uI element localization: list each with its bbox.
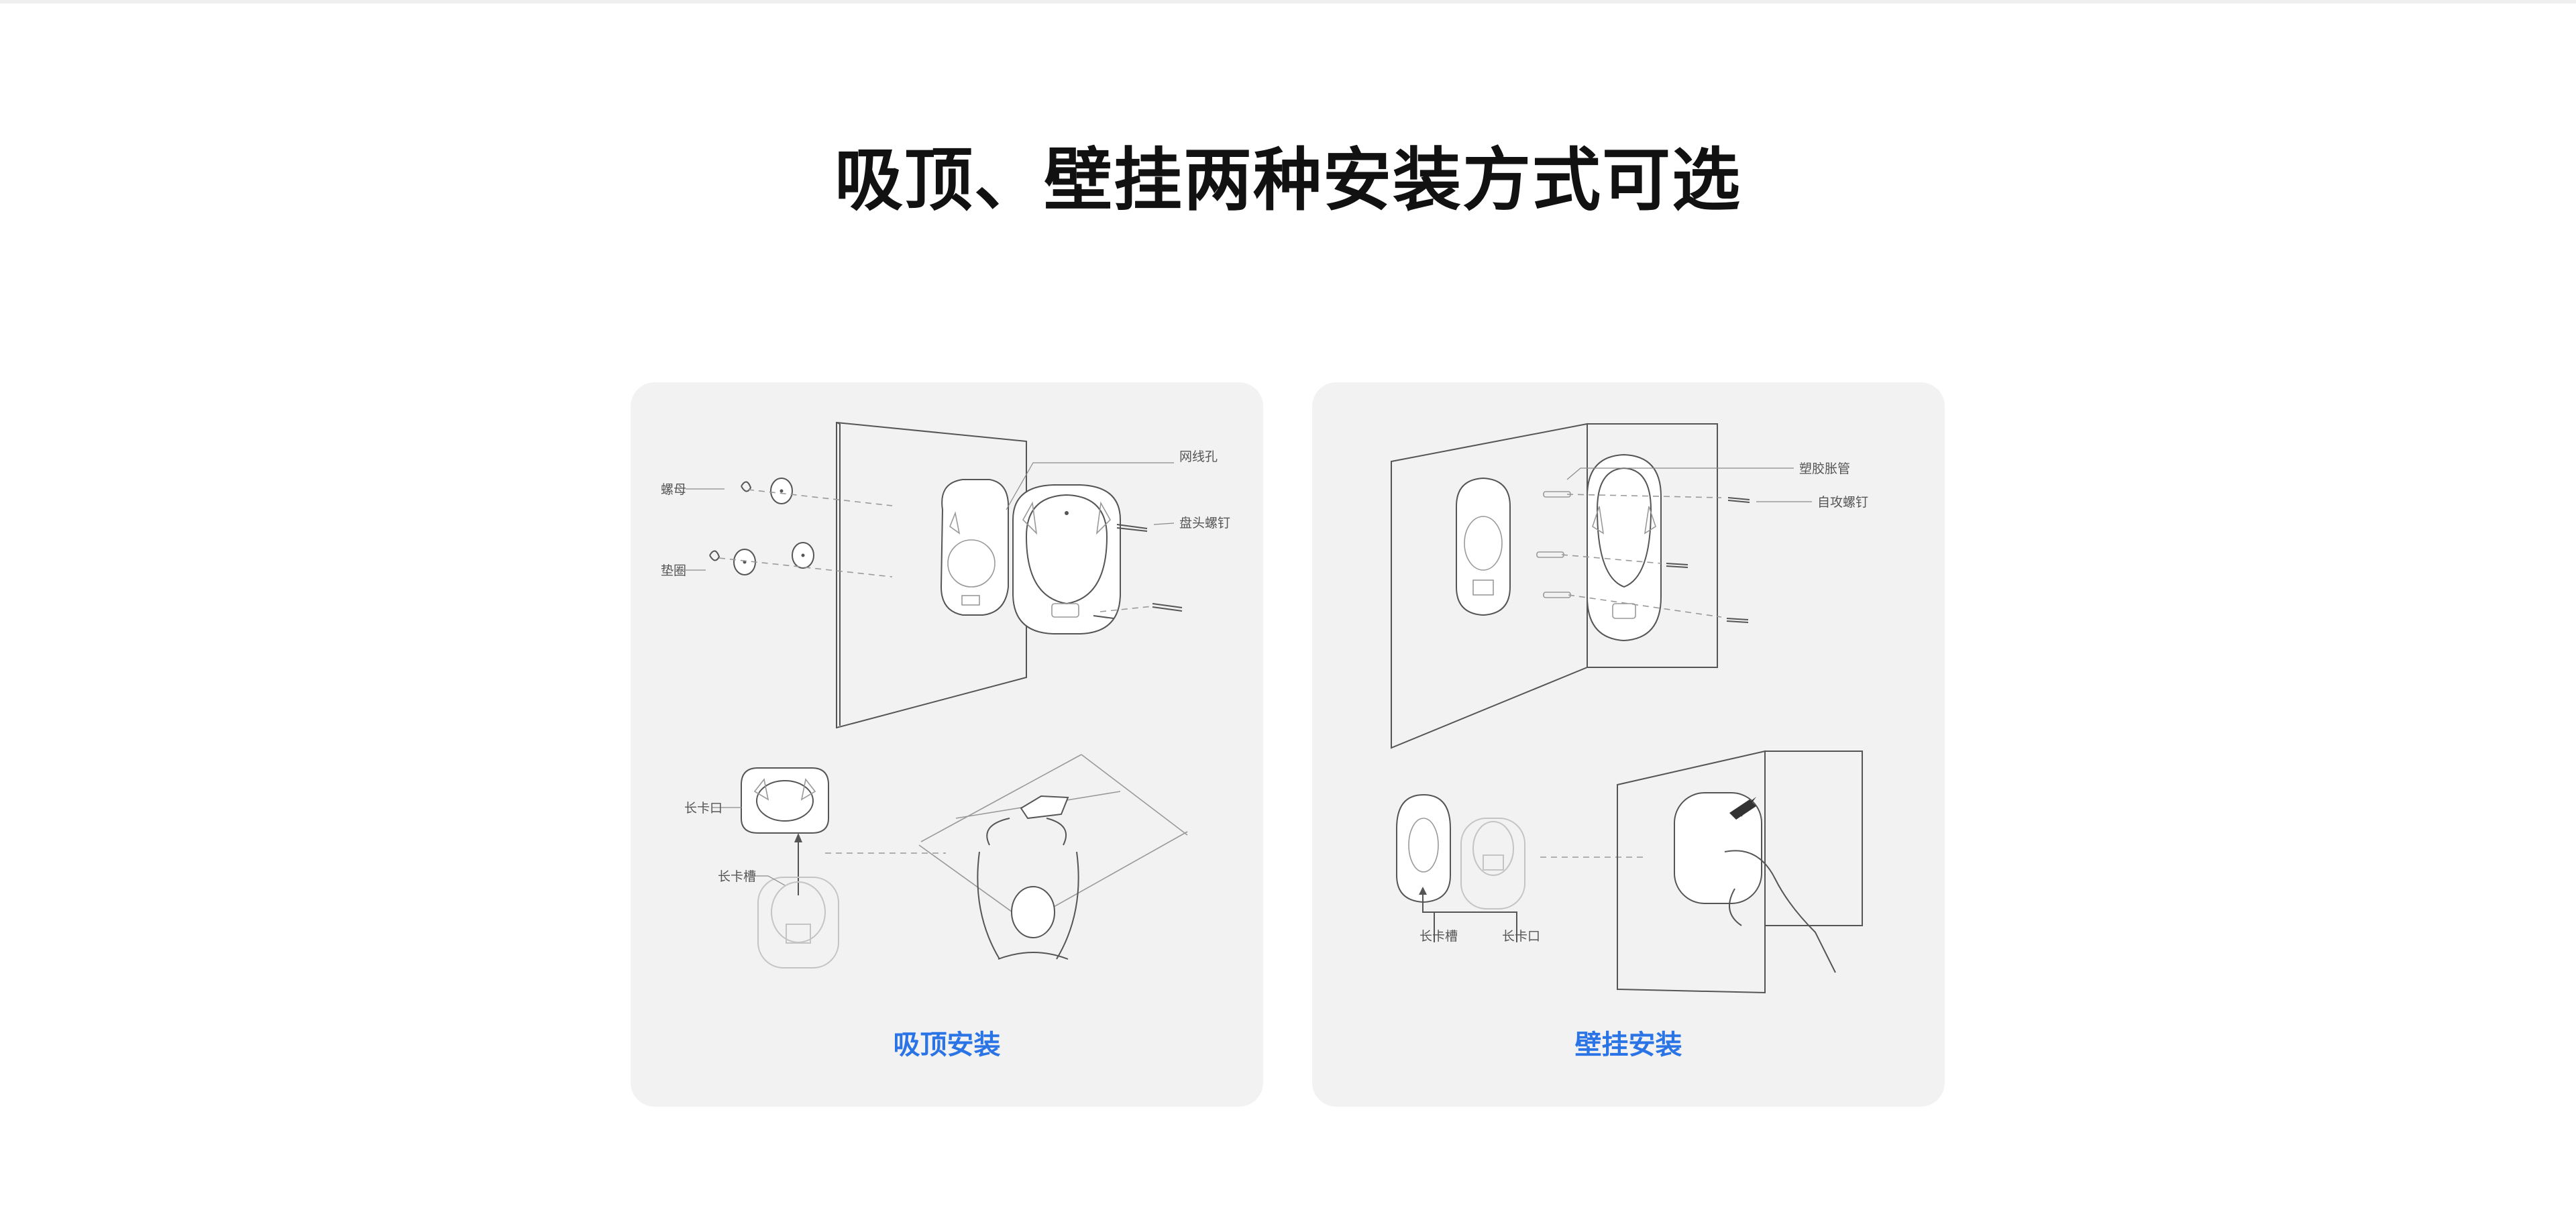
self-tapping-screw-callout: 自攻螺钉 xyxy=(1817,495,1868,510)
bracket-slot-detail: 长卡口 长卡槽 xyxy=(684,767,839,968)
wall-mount-illustration: 塑胶胀管 自攻螺钉 长卡槽 长卡口 xyxy=(1391,423,1868,994)
ceiling-callouts-top: 螺母 垫圈 网线孔 盘头螺钉 xyxy=(661,449,1230,578)
plastic-anchor-callout: 塑胶胀管 xyxy=(1799,461,1850,476)
pan-head-screws xyxy=(1093,524,1183,619)
wall-mount-label: 壁挂安装 xyxy=(1574,1030,1682,1060)
ceiling-bracket-drawing xyxy=(1012,484,1121,634)
wall-mount-card: 塑胶胀管 自攻螺钉 长卡槽 长卡口 壁挂安装 xyxy=(1312,382,1945,1107)
top-divider xyxy=(0,0,2576,3)
wall-drawing xyxy=(1391,423,1718,749)
ceiling-board-drawing xyxy=(836,421,1027,729)
nut-washer-parts xyxy=(709,478,893,577)
washer-callout: 垫圈 xyxy=(661,563,686,578)
ceiling-mount-illustration: 螺母 垫圈 网线孔 盘头螺钉 长卡口 长卡槽 xyxy=(661,421,1230,968)
ap-body-drawing xyxy=(940,479,1010,616)
hand-wall-install xyxy=(1617,750,1863,994)
page-title: 吸顶、壁挂两种安装方式可选 xyxy=(835,141,1741,221)
wall-long-tab-callout: 长卡口 xyxy=(1502,929,1540,944)
ceiling-mount-card: 螺母 垫圈 网线孔 盘头螺钉 长卡口 长卡槽 xyxy=(631,382,1263,1107)
wall-slot-tab-detail: 长卡槽 长卡口 xyxy=(1396,793,1644,944)
long-slot-callout: 长卡槽 xyxy=(718,869,756,884)
plastic-anchors xyxy=(1536,491,1750,623)
ceiling-mount-label: 吸顶安装 xyxy=(893,1030,1001,1060)
long-tab-callout: 长卡口 xyxy=(684,801,722,816)
wall-ap-body xyxy=(1456,477,1511,616)
nut-callout: 螺母 xyxy=(661,482,686,497)
cable-hole-callout: 网线孔 xyxy=(1179,449,1218,464)
person-ceiling-install xyxy=(825,754,1188,960)
wall-bracket xyxy=(1587,453,1662,642)
wall-long-slot-callout: 长卡槽 xyxy=(1419,929,1458,944)
pan-head-screw-callout: 盘头螺钉 xyxy=(1179,516,1230,531)
wall-callouts-top: 塑胶胀管 自攻螺钉 xyxy=(1566,461,1868,510)
